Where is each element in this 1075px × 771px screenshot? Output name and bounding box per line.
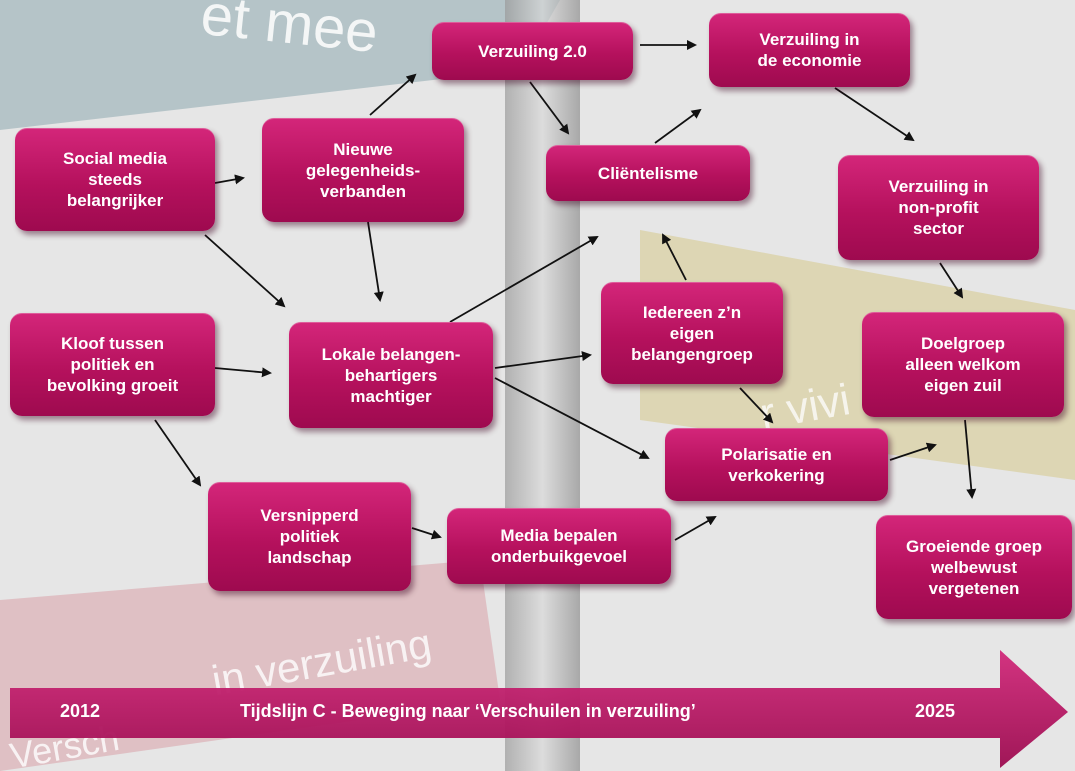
node-iedereen: Iedereen z’n eigen belangengroep	[601, 282, 783, 384]
node-nonprofit: Verzuiling in non-profit sector	[838, 155, 1039, 260]
node-versnipperd: Versnipperd politiek landschap	[208, 482, 411, 591]
timeline-title: Tijdslijn C - Beweging naar ‘Verschuilen…	[240, 701, 696, 721]
node-doelgroep: Doelgroep alleen welkom eigen zuil	[862, 312, 1064, 417]
timeline-end-year: 2025	[915, 701, 956, 721]
node-verzuiling20: Verzuiling 2.0	[432, 22, 633, 80]
node-kloof: Kloof tussen politiek en bevolking groei…	[10, 313, 215, 416]
node-lokale: Lokale belangen- behartigers machtiger	[289, 322, 493, 428]
node-media: Media bepalen onderbuikgevoel	[447, 508, 671, 584]
node-groeiende: Groeiende groep welbewust vergetenen	[876, 515, 1072, 619]
node-clientelisme: Cliëntelisme	[546, 145, 750, 201]
timeline-start-year: 2012	[60, 701, 101, 721]
node-nieuwe: Nieuwe gelegenheids- verbanden	[262, 118, 464, 222]
node-polarisatie: Polarisatie en verkokering	[665, 428, 888, 501]
node-economie: Verzuiling in de economie	[709, 13, 910, 87]
node-social-media: Social media steeds belangrijker	[15, 128, 215, 231]
